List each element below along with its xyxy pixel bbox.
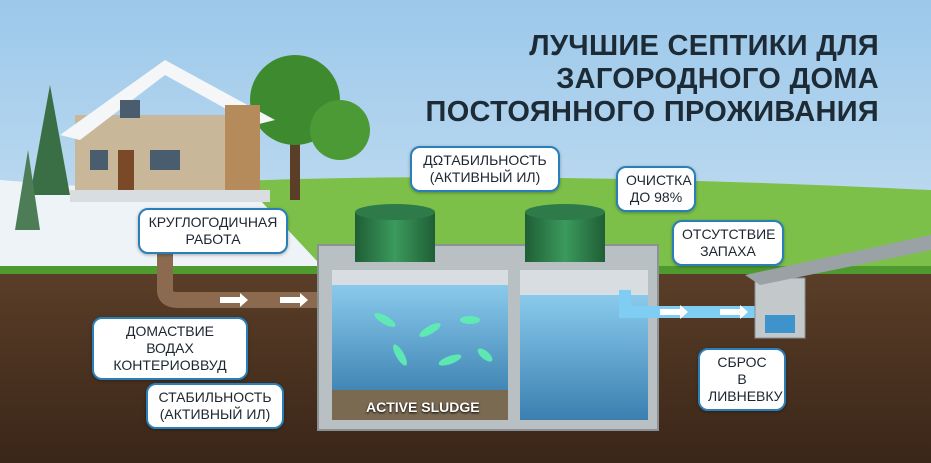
- callout-discharge: СБРОС В ЛИВНЕВКУ: [698, 348, 786, 411]
- active-sludge-label: ACTIVE SLUDGE: [366, 399, 480, 415]
- tree-icon: [250, 55, 370, 200]
- drain-grate: [745, 235, 931, 285]
- callout-no-smell: ОТСУТСТВИЕ ЗАПАХА: [672, 220, 784, 266]
- callout-cleaning: ОЧИСТКА ДО 98%: [616, 166, 696, 212]
- title-line: ЗАГОРОДНОГО ДОМА: [556, 63, 879, 95]
- callout-text: КОНТЕРИОВВУД: [113, 357, 227, 373]
- hatch-2: [525, 204, 605, 262]
- callout-stability-top: ДΩТАБИЛЬНОСТЬ (АКТИВНЫЙ ИЛ): [410, 146, 560, 192]
- callout-text: ДО 98%: [629, 189, 683, 205]
- sludge-layer: [332, 390, 508, 420]
- callout-text: ДОМАСТВИЕ ВОДАХ: [126, 323, 214, 356]
- flow-arrows: [220, 293, 308, 307]
- callout-year-round: КРУГЛОГОДИЧНАЯ РАБОТА: [138, 208, 288, 254]
- title-line: ЛУЧШИЕ СЕПТИКИ ДЛЯ: [529, 30, 879, 62]
- callout-text: (АКТИВНЫЙ ИЛ): [159, 406, 271, 422]
- callout-text: ДΩТАБИЛЬНОСТЬ: [423, 152, 547, 168]
- callout-stability: СТАБИЛЬНОСТЬ (АКТИВНЫЙ ИЛ): [146, 383, 284, 429]
- callout-text: (АКТИВНЫЙ ИЛ): [429, 169, 541, 185]
- bacteria: [374, 313, 493, 366]
- callout-text: СБРОС: [717, 354, 767, 370]
- title-line: ПОСТОЯННОГО ПРОЖИВАНИЯ: [425, 96, 879, 128]
- house-icon: [60, 60, 275, 202]
- callout-domestic-water: ДОМАСТВИЕ ВОДАХ КОНТЕРИОВВУД: [92, 317, 248, 380]
- callout-text: В ЛИВНЕВКУ: [708, 371, 783, 404]
- callout-text: КРУГЛОГОДИЧНАЯ: [148, 214, 278, 230]
- page-title: ЛУЧШИЕ СЕПТИКИ ДЛЯ ЗАГОРОДНОГО ДОМА ПОСТ…: [426, 30, 879, 129]
- inlet-pipe: [157, 250, 345, 308]
- outlet-arrows: [660, 305, 748, 319]
- callout-text: ОЧИСТКА: [626, 172, 692, 188]
- callout-text: СТАБИЛЬНОСТЬ: [158, 389, 272, 405]
- callout-text: ОТСУТСТВИЕ: [682, 226, 776, 242]
- callout-text: ЗАПАХА: [700, 243, 756, 259]
- callout-text: РАБОТА: [185, 231, 241, 247]
- pine-tree-icon: [15, 85, 70, 230]
- chamber-1-water: [332, 285, 508, 400]
- hatch-1: [355, 204, 435, 262]
